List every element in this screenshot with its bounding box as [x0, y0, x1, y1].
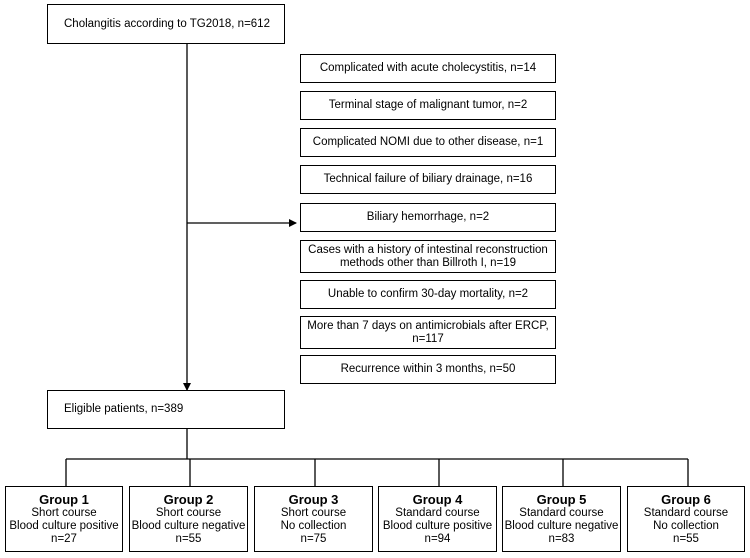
group-count: n=55 [175, 533, 202, 545]
group-count: n=55 [673, 533, 699, 545]
group-count: n=75 [300, 533, 327, 545]
group-title: Group 6 [661, 492, 711, 507]
exclusion-label: Terminal stage of malignant tumor, n=2 [328, 99, 528, 111]
group-course: Standard course [519, 507, 604, 519]
exclusion-label: Unable to confirm 30-day mortality, n=2 [327, 288, 529, 300]
exclusion-box: Recurrence within 3 months, n=50 [300, 355, 556, 384]
group-course: Standard course [643, 507, 729, 519]
exclusion-box: Biliary hemorrhage, n=2 [300, 203, 556, 232]
group-culture: No collection [280, 520, 347, 532]
group-course: Short course [155, 507, 222, 519]
start-box: Cholangitis according to TG2018, n=612 [47, 4, 285, 44]
exclusion-box: More than 7 days on antimicrobials after… [300, 316, 556, 349]
exclusion-label: Cases with a history of intestinal recon… [308, 243, 548, 256]
group-title: Group 2 [163, 492, 214, 507]
group-culture: No collection [653, 520, 719, 532]
exclusion-label: n=117 [412, 332, 444, 345]
group-count: n=94 [424, 533, 451, 545]
eligible-box: Eligible patients, n=389 [47, 390, 285, 429]
exclusion-label: Complicated NOMI due to other disease, n… [312, 136, 544, 148]
group-course: Standard course [395, 507, 480, 519]
exclusion-box: Complicated NOMI due to other disease, n… [300, 128, 556, 157]
exclusion-box: Cases with a history of intestinal recon… [300, 240, 556, 273]
start-label: Cholangitis according to TG2018, n=612 [64, 17, 270, 30]
exclusion-box: Unable to confirm 30-day mortality, n=2 [300, 280, 556, 309]
group-box-1: Group 1 Short course Blood culture posit… [5, 486, 123, 552]
group-culture: Blood culture positive [382, 520, 493, 532]
exclusion-label: More than 7 days on antimicrobials after… [307, 319, 549, 332]
group-box-6: Group 6 Standard course No collection n=… [627, 486, 745, 552]
group-title: Group 1 [39, 492, 89, 507]
group-title: Group 4 [412, 492, 463, 507]
exclusion-label: Biliary hemorrhage, n=2 [366, 211, 490, 223]
group-count: n=83 [548, 533, 575, 545]
group-culture: Blood culture negative [504, 520, 619, 532]
group-box-3: Group 3 Short course No collection n=75 [254, 486, 373, 552]
exclusion-label: Recurrence within 3 months, n=50 [340, 363, 516, 375]
eligible-label: Eligible patients, n=389 [64, 403, 184, 415]
group-culture: Blood culture positive [9, 520, 119, 532]
exclusion-label: methods other than Billroth I, n=19 [339, 256, 517, 269]
group-course: Short course [31, 507, 97, 519]
exclusion-box: Terminal stage of malignant tumor, n=2 [300, 91, 556, 120]
group-count: n=27 [51, 533, 77, 545]
group-box-4: Group 4 Standard course Blood culture po… [378, 486, 497, 552]
group-box-2: Group 2 Short course Blood culture negat… [129, 486, 248, 552]
exclusion-box: Complicated with acute cholecystitis, n=… [300, 54, 556, 83]
group-culture: Blood culture negative [131, 520, 246, 532]
group-title: Group 5 [536, 492, 587, 507]
exclusion-box: Technical failure of biliary drainage, n… [300, 165, 556, 194]
group-course: Short course [280, 507, 347, 519]
group-title: Group 3 [288, 492, 339, 507]
exclusion-label: Technical failure of biliary drainage, n… [323, 173, 533, 185]
exclusion-label: Complicated with acute cholecystitis, n=… [319, 62, 537, 74]
group-box-5: Group 5 Standard course Blood culture ne… [502, 486, 621, 552]
